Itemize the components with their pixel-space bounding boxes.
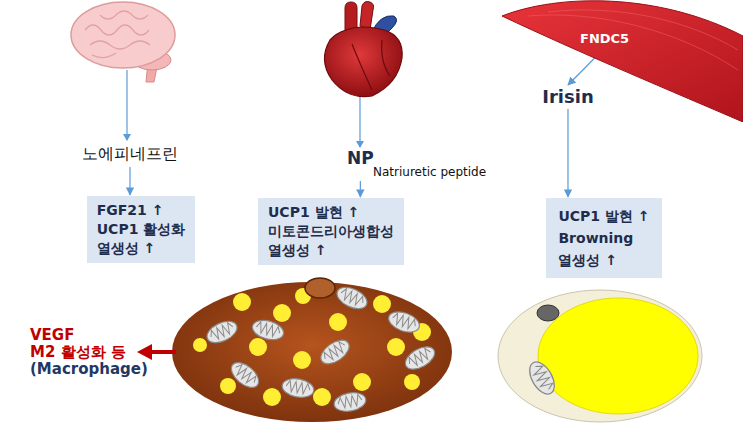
effect-label: M2 활성화 등 [30, 344, 126, 361]
brain-illustration [71, 2, 175, 141]
arrow-connector [360, 181, 361, 197]
effect-line: UCP1 활성화 [97, 220, 186, 239]
effect-box: UCP1 발현 ↑Browning열생성 ↑ [546, 198, 661, 278]
signal-text: 노에피네프린 [82, 144, 178, 165]
effect-box: FGF21 ↑UCP1 활성화열생성 ↑ [87, 196, 196, 263]
brown-fat-cell [137, 278, 452, 422]
arrow-connector [567, 109, 568, 197]
node-text: 노에피네프린 [82, 144, 178, 165]
muscle-shape: FNDC5 [488, 0, 743, 122]
effect-label: (Macrophage) [30, 361, 148, 378]
arrow-connector [129, 167, 130, 195]
effect-line: 미토콘드리아생합성 [268, 222, 394, 241]
effect-line: Browning [558, 227, 649, 249]
node-text: NP [347, 148, 374, 168]
node-text: FNDC5 [580, 31, 629, 46]
effect-line: 열생성 ↑ [97, 239, 186, 258]
signal-text: Irisin [542, 86, 593, 107]
heart-illustration [324, 2, 402, 149]
effect-line: FGF21 ↑ [97, 201, 186, 220]
node-text: Natriuretic peptide [373, 165, 486, 179]
node-text: Irisin [542, 86, 593, 107]
effect-line: 열생성 ↑ [268, 241, 394, 260]
muscle-outline [488, 0, 743, 122]
effect-line: 열생성 ↑ [558, 249, 649, 271]
signal-text: NPNatriuretic peptide [347, 148, 486, 179]
effect-line: UCP1 발현 ↑ [268, 203, 394, 222]
beige-fat-cell [498, 290, 702, 422]
effect-box: UCP1 발현 ↑미토콘드리아생합성열생성 ↑ [258, 198, 404, 265]
effect-label: VEGF [30, 327, 74, 344]
effect-line: UCP1 발현 ↑ [558, 205, 649, 227]
